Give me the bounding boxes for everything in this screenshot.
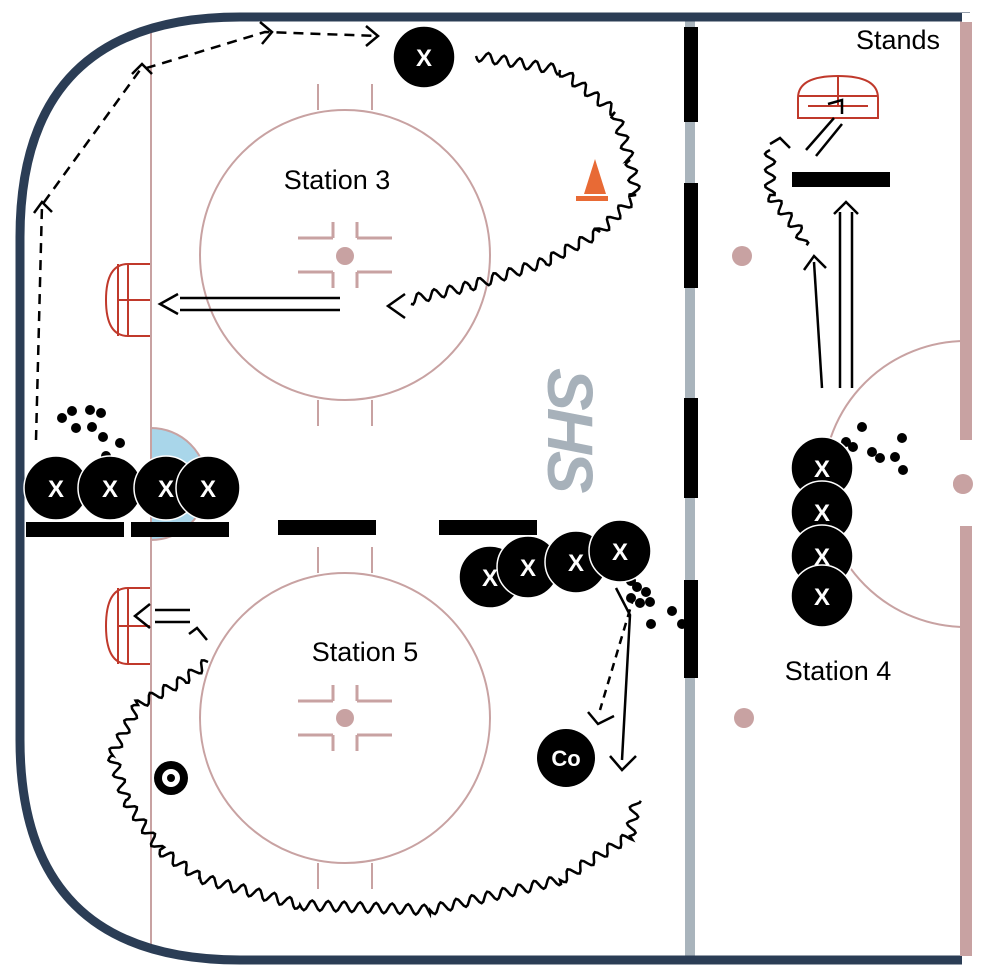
puck xyxy=(57,413,67,423)
player-label: X xyxy=(814,456,830,483)
watermark: SHS xyxy=(534,368,606,494)
faceoff-dot-bottom xyxy=(336,709,354,727)
neutral-dot-bottom xyxy=(734,708,754,728)
tire-icon xyxy=(154,761,188,795)
puck xyxy=(857,422,867,432)
puck xyxy=(897,433,907,443)
dashed-route-top xyxy=(32,21,380,441)
barriers-blue-line xyxy=(684,27,698,678)
puck xyxy=(641,587,651,597)
faceoff-dot-top xyxy=(336,247,354,265)
station-5-label: Station 5 xyxy=(312,637,419,667)
player-marker xyxy=(175,455,241,521)
player-label: X xyxy=(568,550,584,577)
player-marker xyxy=(588,519,652,583)
net-icon xyxy=(104,587,150,665)
net-icon xyxy=(104,263,150,337)
player-marker xyxy=(392,25,456,89)
net-icon xyxy=(797,74,879,119)
puck xyxy=(626,593,636,603)
stickhandle-paths xyxy=(106,51,810,919)
player-label: X xyxy=(158,476,174,503)
player-label: X xyxy=(48,476,64,503)
puck xyxy=(667,606,677,616)
player-label: X xyxy=(814,500,830,527)
puck xyxy=(875,453,885,463)
center-faceoff-dot-2 xyxy=(953,474,973,494)
puck xyxy=(96,408,106,418)
puck xyxy=(71,423,81,433)
puck xyxy=(841,437,851,447)
station-4-label: Station 4 xyxy=(785,656,892,686)
puck xyxy=(632,582,642,592)
cone-icon xyxy=(576,159,608,201)
puck xyxy=(898,465,908,475)
wavy-path xyxy=(763,148,810,246)
puck xyxy=(85,405,95,415)
puck xyxy=(867,447,877,457)
wavy-path xyxy=(410,51,641,306)
puck xyxy=(890,452,900,462)
player-label: X xyxy=(102,476,118,503)
station-3-label: Station 3 xyxy=(284,165,391,195)
puck xyxy=(645,597,655,607)
puck xyxy=(677,619,687,629)
coach: Co xyxy=(537,729,595,787)
puck xyxy=(646,619,656,629)
wavy-path xyxy=(106,659,642,919)
player-label: X xyxy=(200,476,216,503)
neutral-dot-top xyxy=(732,246,752,266)
stands-label: Stands xyxy=(856,25,940,55)
barriers-horizontal xyxy=(26,520,537,537)
puck xyxy=(87,422,97,432)
player-marker xyxy=(790,564,854,628)
puck xyxy=(98,432,108,442)
puck xyxy=(635,598,645,608)
player-label: X xyxy=(520,555,536,582)
coach-label: Co xyxy=(551,746,580,771)
pass-lines xyxy=(132,98,859,772)
player-label: X xyxy=(416,45,432,72)
puck xyxy=(848,442,858,452)
player-label: X xyxy=(814,544,830,571)
barrier-station-4 xyxy=(792,172,890,187)
faceoff-circle-bottom xyxy=(199,547,491,889)
player-label: X xyxy=(814,584,830,611)
puck xyxy=(115,438,125,448)
faceoff-circle-top xyxy=(199,84,491,426)
player-label: X xyxy=(612,539,628,566)
puck xyxy=(67,406,77,416)
player-label: X xyxy=(482,565,498,592)
